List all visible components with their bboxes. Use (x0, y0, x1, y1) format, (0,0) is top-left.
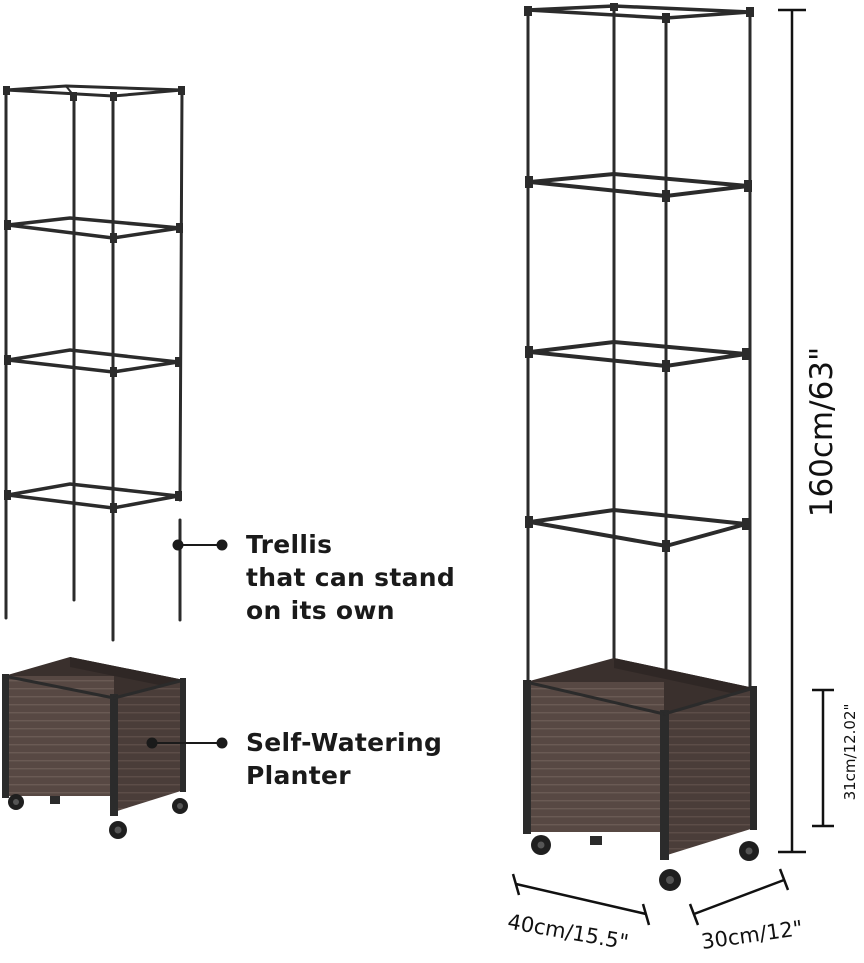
assembled-trellis (524, 3, 754, 722)
standalone-trellis (3, 84, 185, 642)
trellis-callout-line-2: that can stand (246, 563, 456, 592)
planter-callout-pointer (146, 737, 228, 749)
standalone-planter (2, 657, 188, 839)
assembled-planter (523, 658, 759, 891)
width-dimension-line (511, 873, 651, 926)
planter-callout: Self-Watering Planter (246, 726, 442, 792)
planter-height-label: 31cm/12.02" (841, 703, 859, 801)
trellis-callout-line-3: on its own (246, 596, 395, 625)
depth-dimension-line (688, 868, 790, 926)
planter-callout-line-2: Planter (246, 761, 351, 790)
trellis-callout: Trellis that can stand on its own (246, 528, 455, 627)
height-dimension-line (778, 8, 806, 854)
planter-height-dimension-line (812, 688, 834, 828)
total-height-label: 160cm/63" (804, 346, 840, 518)
trellis-callout-pointer (172, 539, 228, 551)
planter-callout-line-1: Self-Watering (246, 728, 443, 757)
trellis-callout-line-1: Trellis (246, 530, 333, 559)
